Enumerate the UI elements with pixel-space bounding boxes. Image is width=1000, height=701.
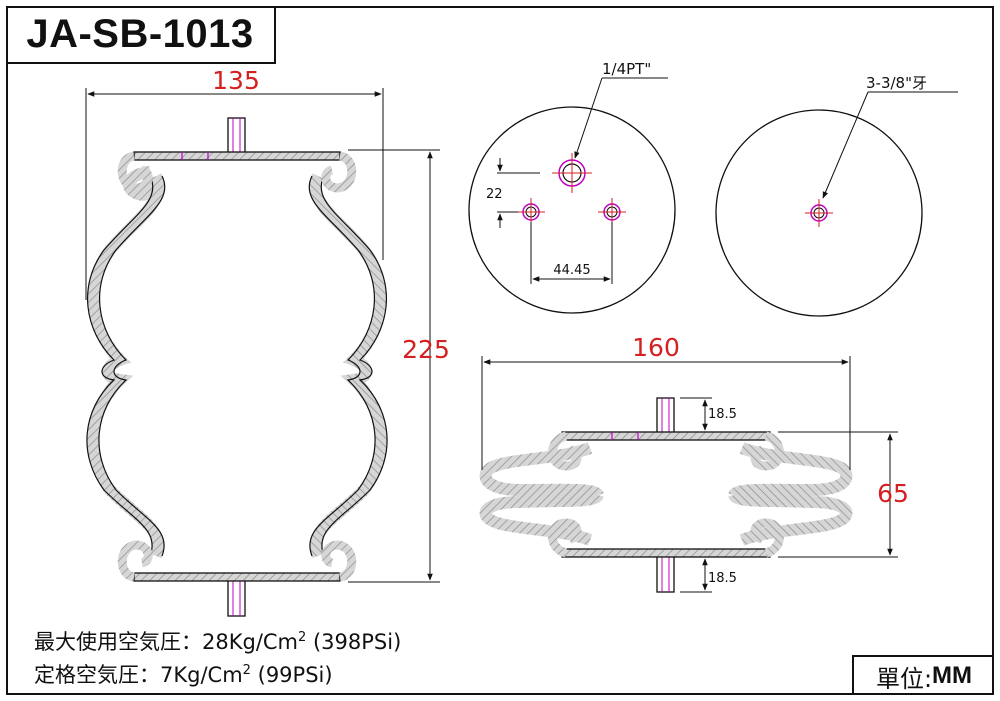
max-pressure-value: 28Kg/Cm <box>202 630 299 654</box>
side-bottom-left-bead <box>117 540 153 582</box>
bottom-thread-leader <box>822 91 869 199</box>
unit-block: 單位:MM <box>852 655 994 695</box>
unit-value: MM <box>932 662 973 689</box>
bolt-spacing-label: 44.45 <box>553 263 590 278</box>
compressed-bottom-stud <box>656 555 675 593</box>
compressed-left-folds <box>479 431 604 558</box>
bottom-stud-length-label: 18.5 <box>708 571 737 586</box>
compressed-top-plate <box>561 431 771 441</box>
port-note: 1/4PT" <box>602 60 651 78</box>
title-block: JA-SB-1013 <box>6 6 276 64</box>
side-top-right-bead <box>321 151 357 193</box>
compressed-view: 160 65 18.5 18.5 <box>479 333 909 593</box>
side-width-label: 135 <box>212 66 260 95</box>
side-top-left-bead <box>117 151 153 193</box>
max-pressure-exp: 2 <box>298 630 307 645</box>
rated-pressure-exp: 2 <box>242 663 251 678</box>
side-height-label: 225 <box>402 335 450 364</box>
side-bottom-stud <box>227 579 246 617</box>
compressed-top-stud <box>656 397 675 435</box>
part-number-title: JA-SB-1013 <box>26 11 254 56</box>
compressed-bottom-plate <box>561 548 771 558</box>
side-view: 135 225 <box>85 66 450 617</box>
side-left-wall <box>86 166 165 559</box>
max-pressure-psi: (398PSi) <box>306 630 402 654</box>
bottom-plate-view: 3-3/8"牙 <box>715 74 958 317</box>
rated-pressure-psi: (99PSi) <box>250 663 333 687</box>
bottom-thread-note: 3-3/8"牙 <box>866 74 927 92</box>
side-top-plate <box>133 151 341 161</box>
side-bottom-plate <box>133 572 341 582</box>
side-bottom-right-bead <box>321 540 357 582</box>
compressed-width-label: 160 <box>632 333 680 362</box>
rated-pressure-value: 7Kg/Cm <box>160 663 243 687</box>
top-plate-view: 1/4PT" 22 44.45 <box>468 60 676 314</box>
side-top-stud <box>227 117 246 155</box>
top-plate-outline <box>468 106 676 314</box>
side-right-wall <box>308 173 388 559</box>
top-stud-length-label: 18.5 <box>708 407 737 422</box>
unit-label: 單位: <box>875 664 933 693</box>
rated-pressure-spec: 定格空気圧：7Kg/Cm2 (99PSi) <box>34 659 333 689</box>
port-leader <box>574 77 603 159</box>
drawing-frame <box>6 6 994 695</box>
max-pressure-spec: 最大使用空気圧：28Kg/Cm2 (398PSi) <box>34 626 401 656</box>
compressed-height-label: 65 <box>877 479 909 508</box>
max-pressure-label: 最大使用空気圧： <box>34 630 202 654</box>
port-offset-label: 22 <box>486 187 503 202</box>
rated-pressure-label: 定格空気圧： <box>34 663 160 687</box>
compressed-right-folds <box>728 431 853 558</box>
